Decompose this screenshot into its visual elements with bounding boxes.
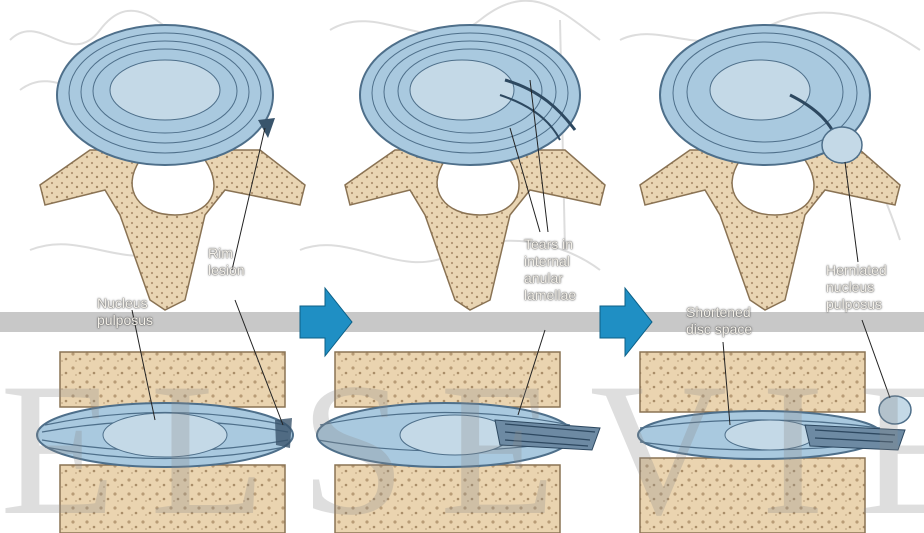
label-shortened-disc-space: Shortened disc space [686, 304, 752, 338]
label-line: disc space [686, 321, 752, 338]
vertebra-top-view-1 [40, 25, 305, 310]
label-line: Nucleus [97, 295, 153, 312]
label-line: Rim [208, 245, 245, 262]
label-line: lesion [208, 262, 245, 279]
label-nucleus-pulposus: Nucleus pulposus [97, 295, 153, 329]
label-line: pulposus [826, 296, 887, 313]
label-line: internal [524, 253, 576, 270]
label-herniated-nucleus-pulposus: Herniated nucleus pulposus [826, 262, 887, 313]
watermark: ELSEVIER [0, 355, 924, 533]
label-line: Tears in [524, 236, 576, 253]
label-line: anular [524, 270, 576, 287]
label-line: Shortened [686, 304, 752, 321]
label-tears-in-internal-anular-lamellae: Tears in internal anular lamellae [524, 236, 576, 304]
label-line: lamellae [524, 287, 576, 304]
label-line: Herniated [826, 262, 887, 279]
label-line: nucleus [826, 279, 887, 296]
label-line: pulposus [97, 312, 153, 329]
label-rim-lesion: Rim lesion [208, 245, 245, 279]
